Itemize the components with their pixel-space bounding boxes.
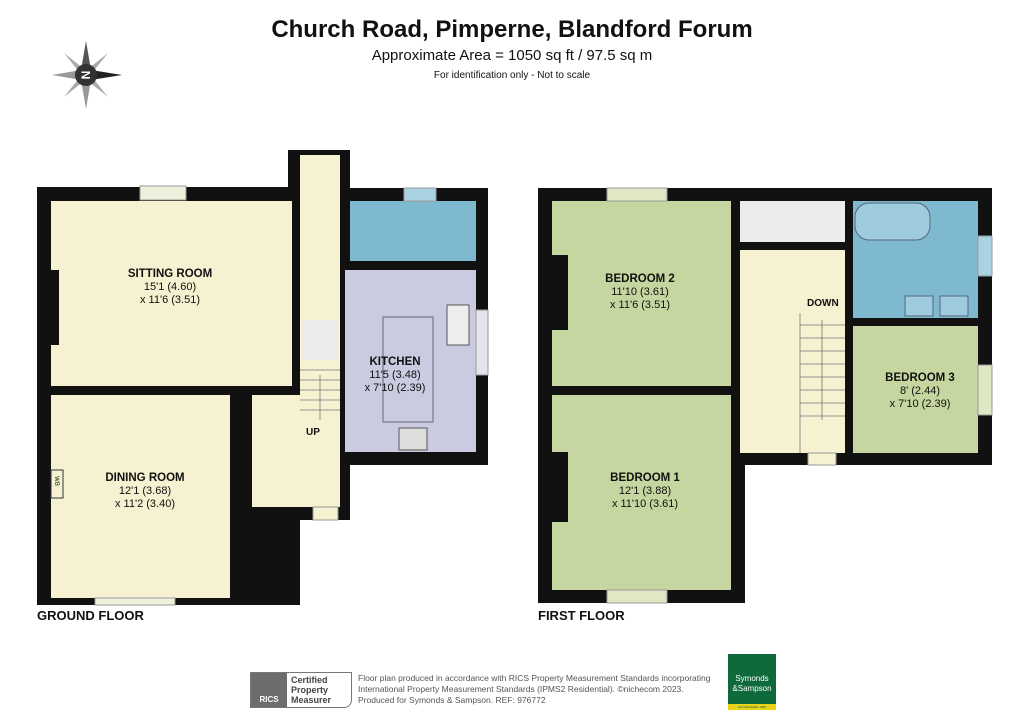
stairs-up-label: UP <box>306 427 320 438</box>
approximate-area: Approximate Area = 1050 sq ft / 97.5 sq … <box>371 47 653 64</box>
agent-established: ESTABLISHED 1858 <box>728 704 776 710</box>
sitting-room-area <box>51 201 292 386</box>
room-name: KITCHEN <box>369 356 421 368</box>
kitchen-island <box>382 316 434 423</box>
room-dimension: x 11'2 (3.40) <box>115 498 175 510</box>
window <box>606 187 668 202</box>
rics-text: Certified <box>291 675 328 685</box>
room-name: BEDROOM 2 <box>605 273 675 285</box>
window <box>606 589 668 604</box>
chimney-breast <box>37 270 59 345</box>
ground-floor-rooms <box>37 155 489 606</box>
wb-cupboard <box>50 469 64 499</box>
room-dimension: 11'10 (3.61) <box>611 286 669 298</box>
agent-logo: Symonds &Sampson ESTABLISHED 1858 <box>728 654 776 710</box>
bedroom-3-area <box>853 326 978 453</box>
room-dining-room: DINING ROOM 12'1 (3.68) x 11'2 (3.40) <box>75 472 215 511</box>
room-bedroom-2: BEDROOM 2 11'10 (3.61) x 11'6 (3.51) <box>570 273 710 312</box>
chimney-breast <box>538 452 568 522</box>
rics-certified-logo: RICS Certified Property Measurer <box>250 672 352 708</box>
agent-name: &Sampson <box>732 684 772 693</box>
room-dimension: x 11'10 (3.61) <box>611 498 679 510</box>
stairs-down-label: DOWN <box>807 298 839 309</box>
basin-icon <box>939 295 969 317</box>
svg-text:N: N <box>79 71 93 80</box>
rics-text: Property <box>291 685 329 695</box>
stairs-down <box>799 313 845 453</box>
room-dimension: 8' (2.44) <box>899 385 940 397</box>
dining-room-area <box>51 395 230 598</box>
window <box>139 185 187 201</box>
bath-icon <box>854 202 931 241</box>
room-name: BEDROOM 3 <box>885 372 955 384</box>
understairs-cupboard <box>302 320 338 360</box>
bedroom-2-area <box>552 201 731 386</box>
footer-disclaimer: Floor plan produced in accordance with R… <box>358 673 710 706</box>
chimney-breast <box>538 255 568 330</box>
rics-text: Measurer <box>291 695 332 705</box>
room-name: DINING ROOM <box>105 472 185 484</box>
basin-icon <box>904 295 934 317</box>
room-dimension: 11'5 (3.48) <box>369 369 421 381</box>
airing-cupboard <box>740 201 845 242</box>
room-bedroom-3: BEDROOM 3 8' (2.44) x 7'10 (2.39) <box>860 372 980 411</box>
room-kitchen: KITCHEN 11'5 (3.48) x 7'10 (2.39) <box>350 356 440 395</box>
room-dimension: x 11'6 (3.51) <box>610 299 670 311</box>
room-name: BEDROOM 1 <box>610 472 680 484</box>
window <box>403 187 437 202</box>
compass-icon: N <box>52 41 122 109</box>
wb-label: WB <box>52 476 59 486</box>
disclaimer-line: Floor plan produced in accordance with R… <box>358 673 711 683</box>
disclaimer-line: Produced for Symonds & Sampson. REF: 976… <box>358 695 546 705</box>
room-bedroom-1: BEDROOM 1 12'1 (3.88) x 11'10 (3.61) <box>575 472 715 511</box>
room-dimension: 12'1 (3.88) <box>618 485 672 497</box>
landing-area <box>740 250 845 453</box>
front-step <box>312 506 339 521</box>
window <box>977 364 993 416</box>
room-dimension: x 11'6 (3.51) <box>140 294 200 306</box>
disclaimer-line: International Property Measurement Stand… <box>358 684 684 694</box>
window <box>977 235 993 277</box>
wc-area <box>350 201 476 261</box>
room-dimension: 12'1 (3.68) <box>118 485 172 497</box>
page-title: Church Road, Pimperne, Blandford Forum <box>271 16 753 43</box>
room-name: SITTING ROOM <box>127 268 213 280</box>
first-floor-rooms <box>538 187 993 604</box>
window <box>475 309 489 376</box>
sink-icon <box>446 304 470 346</box>
room-sitting-room: SITTING ROOM 15'1 (4.60) x 11'6 (3.51) <box>90 268 250 307</box>
hob-icon <box>398 427 428 451</box>
room-dimension: 15'1 (4.60) <box>143 281 197 293</box>
agent-name: Symonds <box>735 674 769 683</box>
disclaimer-note: For identification only - Not to scale <box>433 70 591 81</box>
bedroom-1-area <box>552 395 731 590</box>
window <box>94 597 176 606</box>
room-dimension: x 7'10 (2.39) <box>889 398 951 410</box>
first-floor-label: FIRST FLOOR <box>538 608 625 623</box>
stairs-up <box>300 369 340 420</box>
ground-floor-label: GROUND FLOOR <box>37 608 144 623</box>
rics-badge: RICS <box>251 673 287 707</box>
room-dimension: x 7'10 (2.39) <box>364 382 426 394</box>
window <box>807 452 837 466</box>
